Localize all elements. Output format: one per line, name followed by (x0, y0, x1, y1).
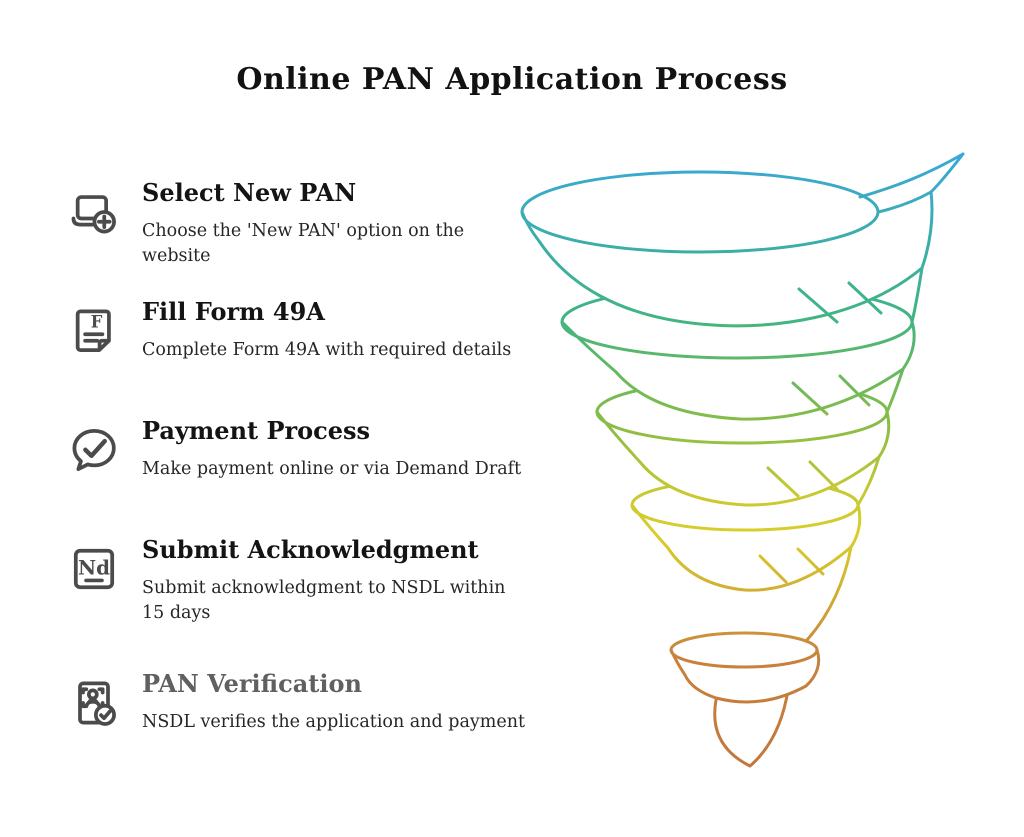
funnel-band-1 (520, 190, 934, 328)
step-description: NSDL verifies the application and paymen… (142, 712, 526, 733)
form-49a-icon: F (66, 303, 124, 359)
funnel-band-4 (630, 503, 862, 592)
funnel-band-5 (669, 648, 821, 704)
funnel-band-2 (560, 320, 916, 421)
step-title: Submit Acknowledgment (142, 535, 479, 564)
nsdl-acknowledgment-icon: Nd (66, 541, 124, 597)
nd-letters: Nd (78, 556, 110, 580)
step-description: Make payment online or via Demand Draft (142, 459, 522, 480)
step-title: PAN Verification (142, 669, 362, 698)
form-letter: F (91, 313, 103, 332)
step-description: Complete Form 49A with required details (142, 340, 512, 361)
payment-check-icon (66, 422, 124, 478)
step-fill-form-49a: F Fill Form 49A Complete Form 49A with r… (66, 297, 512, 363)
step-title: Select New PAN (142, 178, 357, 207)
step-payment-process: Payment Process Make payment online or v… (66, 416, 522, 482)
laptop-add-icon (66, 184, 124, 240)
step-submit-acknowledgment: Nd Submit Acknowledgment Submit acknowle… (66, 535, 530, 625)
spiral-funnel-illustration (520, 152, 965, 768)
pan-verification-icon (66, 675, 124, 731)
step-pan-verification: PAN Verification NSDL verifies the appli… (66, 669, 526, 735)
step-description: Submit acknowledgment to NSDL within 15 … (142, 578, 506, 623)
step-select-new-pan: Select New PAN Choose the 'New PAN' opti… (66, 178, 530, 268)
funnel-band-3 (595, 410, 891, 507)
funnel-tail (858, 152, 965, 199)
page-title: Online PAN Application Process (236, 62, 788, 97)
step-title: Payment Process (142, 416, 371, 445)
step-description: Choose the 'New PAN' option on the websi… (142, 221, 465, 266)
funnel-tip (713, 688, 790, 768)
step-title: Fill Form 49A (142, 297, 325, 326)
